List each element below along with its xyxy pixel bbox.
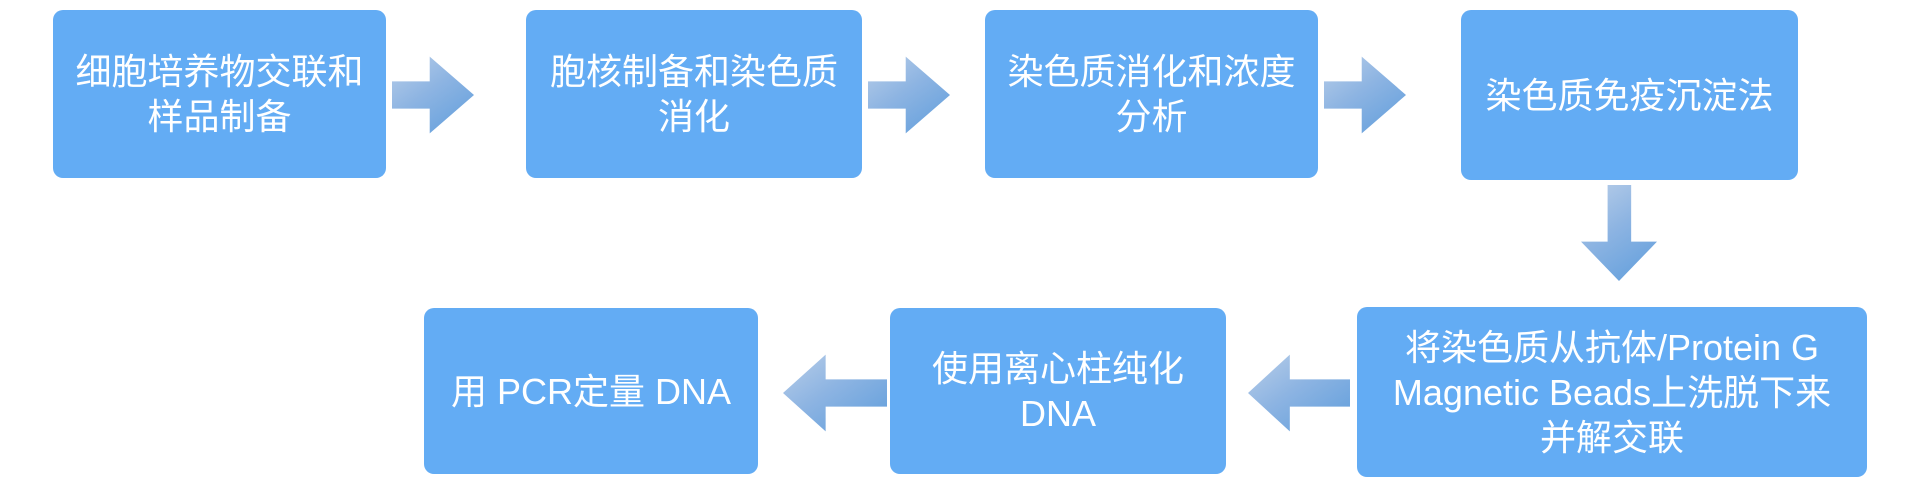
step-label-line: 染色质消化和浓度	[1007, 51, 1296, 92]
flow-step-7: 用 PCR定量 DNA	[424, 308, 758, 474]
step-label-line: 并解交联	[1539, 416, 1684, 458]
flow-step-6: 使用离心柱纯化 DNA	[890, 308, 1226, 474]
step-label-line: 分析	[1115, 96, 1188, 137]
step-label-line: 将染色质从抗体/Protein G	[1404, 326, 1820, 368]
step-label-line: 细胞培养物交联和	[75, 51, 364, 92]
flow-step-4: 染色质免疫沉淀法	[1461, 10, 1798, 180]
flow-step-2: 胞核制备和染色质 消化	[526, 10, 862, 178]
arrow-left-icon-1	[1248, 354, 1350, 432]
step-label-line: 用 PCR定量 DNA	[450, 370, 732, 412]
flow-step-5: 将染色质从抗体/Protein G Magnetic Beads上洗脱下来 并解…	[1357, 307, 1867, 477]
arrow-down-icon	[1581, 185, 1657, 281]
step-label-line: 胞核制备和染色质	[549, 51, 838, 92]
step-label-line: Magnetic Beads上洗脱下来	[1392, 371, 1832, 413]
step-label-line: DNA	[1019, 393, 1096, 434]
step-label-line: 消化	[657, 96, 730, 137]
arrow-right-icon-2	[868, 56, 950, 134]
flow-step-1: 细胞培养物交联和 样品制备	[53, 10, 386, 178]
step-label-line: 样品制备	[147, 96, 292, 137]
step-label-line: 染色质免疫沉淀法	[1485, 74, 1774, 116]
flow-step-3: 染色质消化和浓度 分析	[985, 10, 1318, 178]
arrow-right-icon-1	[392, 56, 474, 134]
step-label-line: 使用离心柱纯化	[931, 348, 1184, 389]
arrow-right-icon-3	[1324, 56, 1406, 134]
arrow-left-icon-2	[783, 354, 887, 432]
